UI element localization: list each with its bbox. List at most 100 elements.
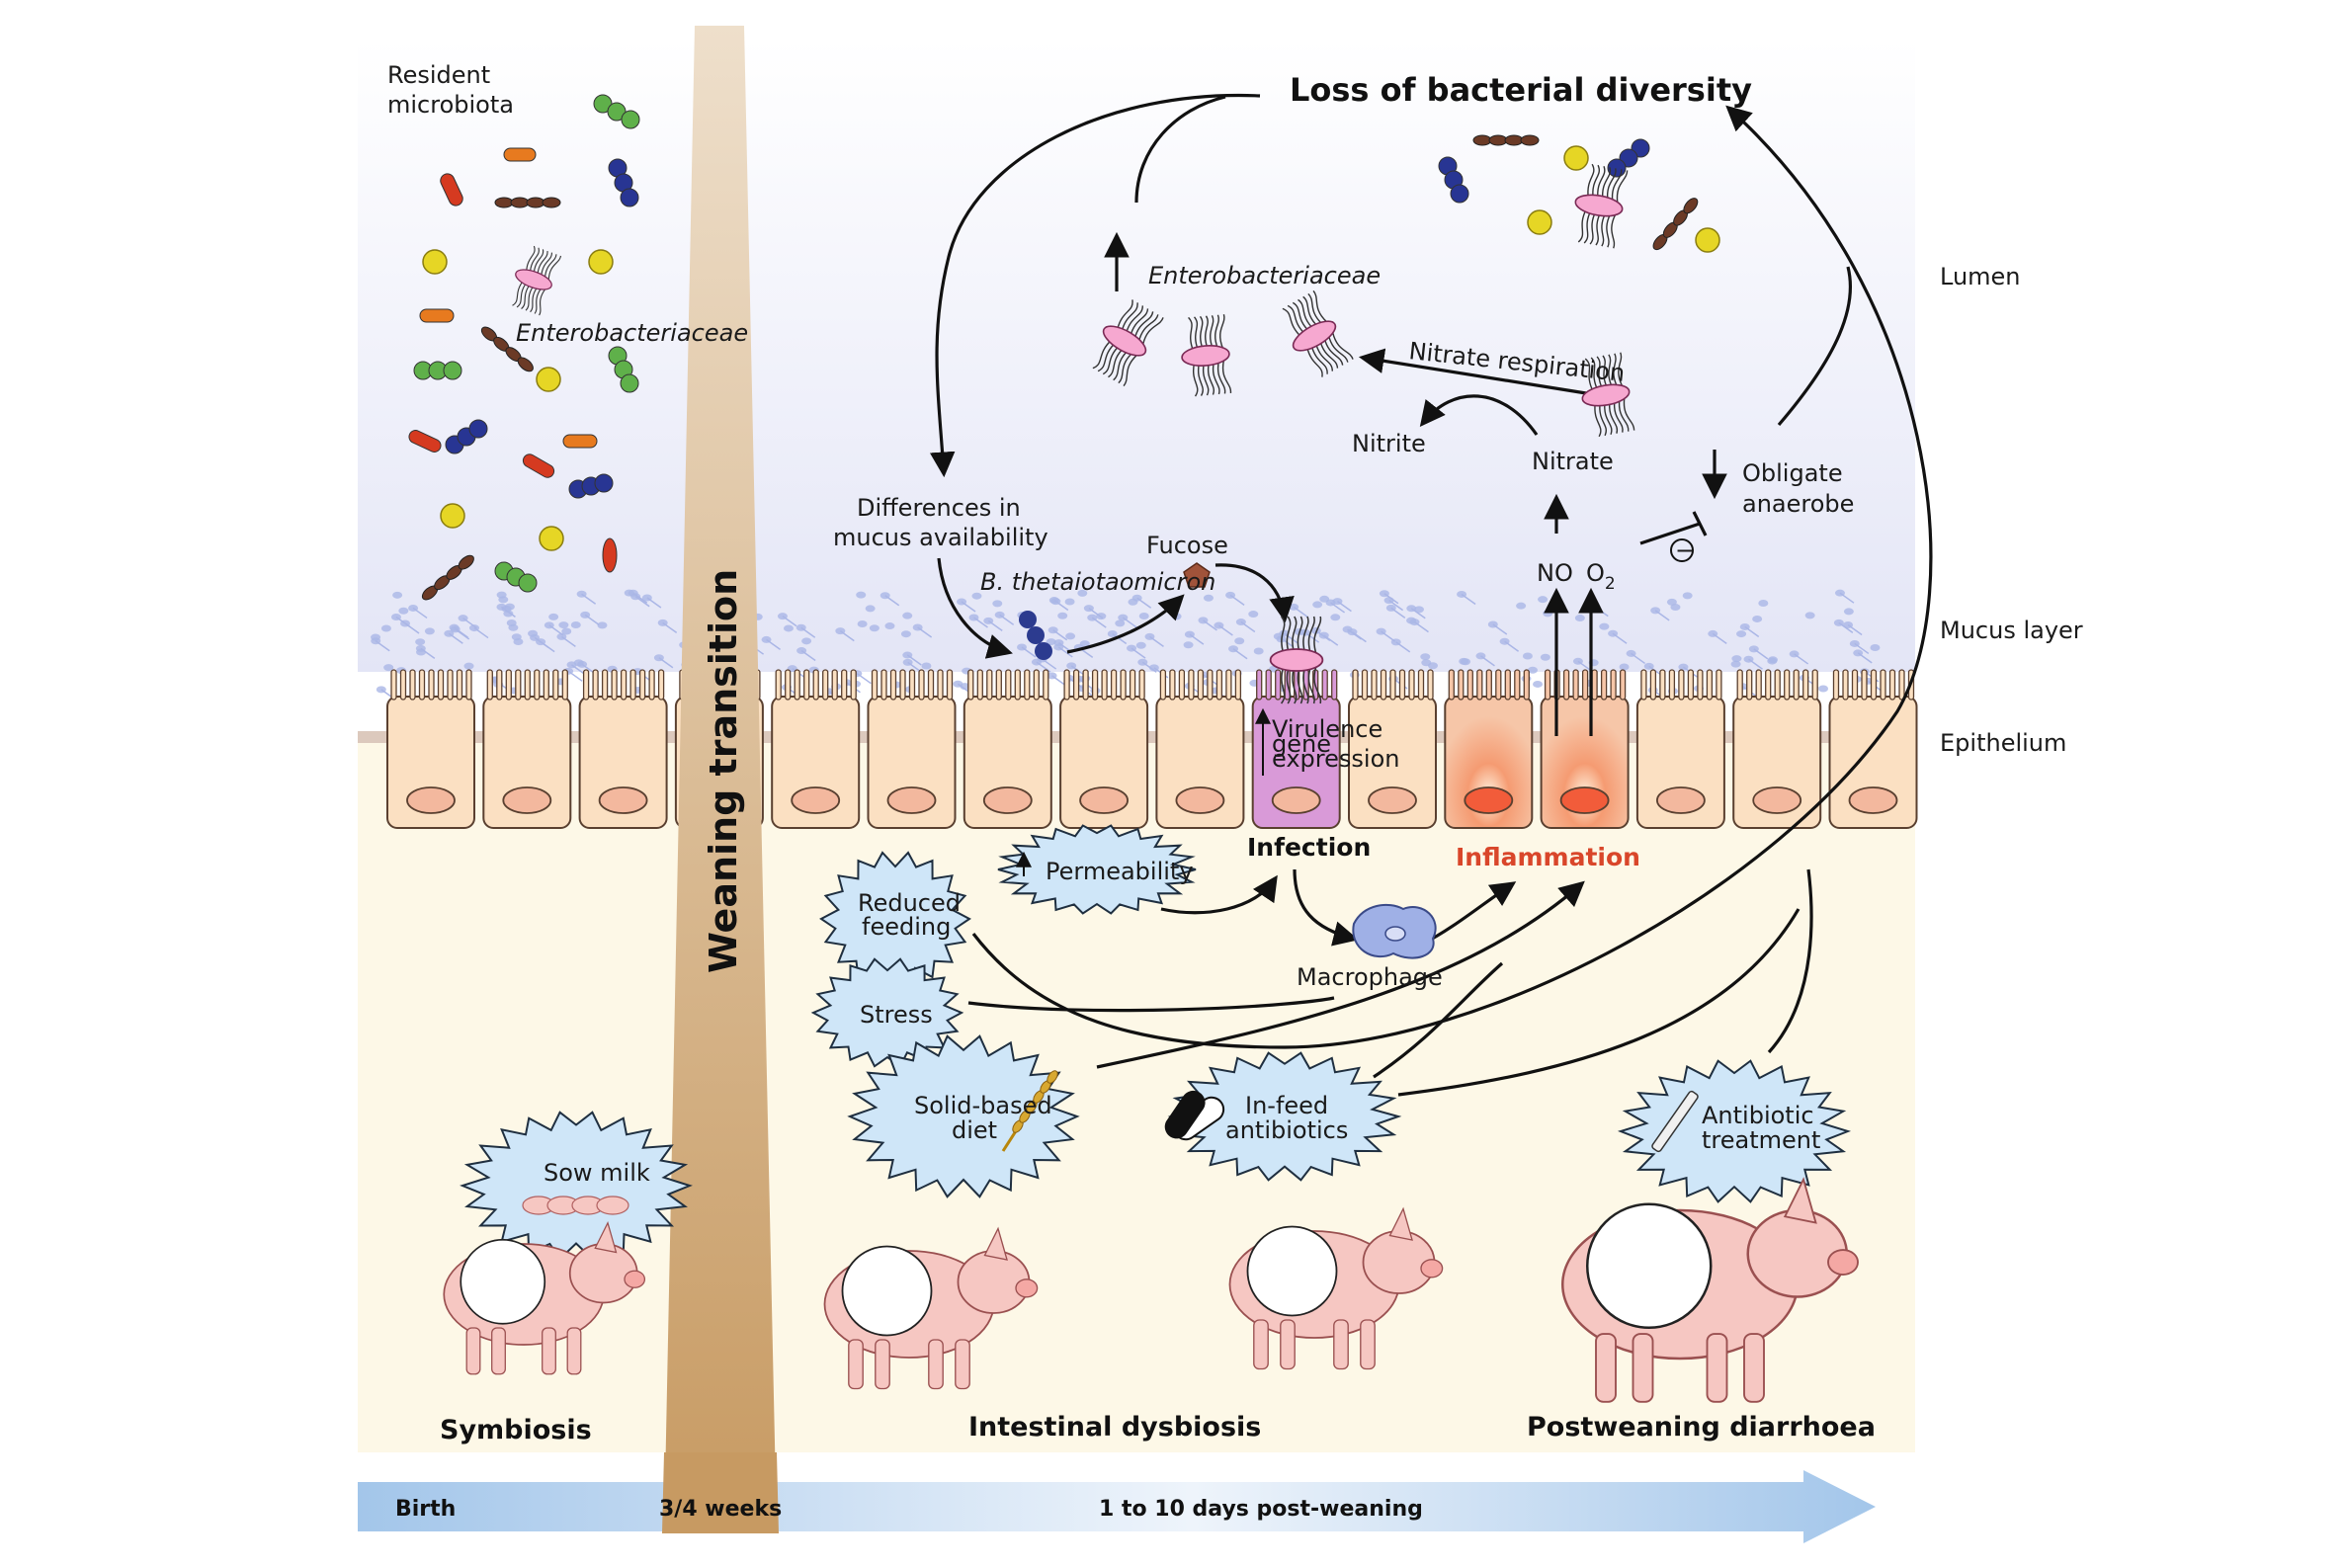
flagellum [1584, 358, 1594, 392]
brown-cell [542, 197, 561, 208]
microvillus [390, 669, 397, 701]
cycle-arrows [929, 93, 1933, 1097]
microvillus [812, 669, 819, 701]
mucus-strand [1395, 641, 1411, 653]
flagellum [1113, 349, 1130, 381]
mucus-bead [801, 637, 812, 645]
mucus-strand [1091, 617, 1107, 628]
flagellum [1137, 314, 1159, 343]
microvillus [1408, 669, 1415, 701]
mucus-bead [1138, 613, 1149, 620]
mucus-strand [412, 607, 428, 619]
flagellum [1327, 334, 1349, 363]
arrow-feeding-to-loss [971, 105, 1933, 1049]
microvillus [515, 669, 522, 701]
mucus-strand [1189, 633, 1205, 645]
pig-ear [1783, 1177, 1817, 1224]
pig-leg [1743, 1333, 1765, 1403]
mucus-strand [1240, 620, 1256, 633]
diverse-microbes-cluster [1438, 134, 1720, 253]
pathogen-body [1292, 320, 1337, 352]
mucus-strand [1293, 606, 1308, 618]
microvillus [1888, 669, 1896, 701]
mucus-strand [1217, 624, 1233, 636]
microvillus [1352, 669, 1359, 701]
brown-cell [1488, 134, 1508, 146]
pill-half-icon [1164, 1090, 1206, 1139]
microvillus [1256, 669, 1263, 701]
microvillus [1110, 669, 1118, 701]
brown-cell [1504, 134, 1524, 146]
cell-nucleus [1656, 786, 1706, 814]
flagellum [1307, 616, 1315, 654]
mucus-strand [1323, 634, 1339, 646]
mucus-bead [865, 605, 876, 613]
mucus-strand [1136, 597, 1152, 609]
microvillus [1687, 669, 1695, 701]
loss-of-diversity-label: Loss of bacterial diversity [1290, 71, 1752, 109]
microvillus [1215, 669, 1223, 701]
mucus-bead [1804, 612, 1815, 619]
mucus-bead [570, 621, 581, 629]
microvillus [1380, 669, 1387, 701]
cell-nucleus [1368, 786, 1417, 814]
coccus [621, 110, 640, 129]
macrophage-cell [1352, 903, 1437, 959]
mucus-strand [1351, 631, 1367, 643]
flagellum [1133, 311, 1154, 340]
pathogen-body [1574, 194, 1624, 217]
microvillus [465, 669, 472, 701]
flagellum [1587, 163, 1595, 199]
mucus-strand [454, 626, 468, 638]
mucus-strand [1304, 631, 1320, 643]
mucus-strand [1042, 658, 1057, 670]
microvillus [880, 669, 887, 701]
microvillus [1774, 669, 1781, 701]
microvillus [437, 669, 445, 701]
resident-label-1: Resident [387, 61, 490, 89]
mucus-bead [900, 630, 911, 638]
mucus-bead [1064, 598, 1075, 606]
microvillus [1811, 669, 1818, 701]
mucus-strand [1122, 617, 1137, 628]
microvillus [1091, 669, 1099, 701]
mucus-bead [1730, 660, 1741, 668]
flagellum [1305, 347, 1323, 377]
brown-cell [1472, 134, 1492, 146]
minus-circle [1670, 538, 1694, 562]
microvillus [648, 669, 655, 701]
mucus-bead [1248, 611, 1259, 619]
microvillus [899, 669, 906, 701]
microvillus [803, 669, 810, 701]
mucus-bead [1234, 637, 1245, 645]
pig-snout [624, 1270, 646, 1288]
resident-label-2: microbiota [387, 91, 514, 119]
microvillus [592, 669, 599, 701]
flagellum [1216, 360, 1226, 394]
microvillus [775, 669, 782, 701]
mucus-bead [1682, 592, 1693, 600]
enterobacteriaceae-pathogen [512, 245, 562, 316]
microvillus [1523, 669, 1530, 701]
microvillus [1014, 669, 1021, 701]
mucus-bead [1183, 641, 1194, 649]
microvillus [1169, 669, 1176, 701]
mucus-bead [1171, 613, 1182, 620]
microvillus [1371, 669, 1378, 701]
mucus-bead [1459, 657, 1469, 665]
microvillus [1793, 669, 1800, 701]
pig-leg [1632, 1333, 1654, 1403]
mucus-strand [1057, 646, 1073, 658]
flagellum [1302, 616, 1309, 654]
microvillus [1610, 669, 1617, 701]
mucus-strand [395, 616, 411, 628]
mucus-strand [1480, 655, 1495, 667]
microvillus [794, 669, 800, 701]
flagellum [1141, 317, 1164, 345]
brown-chain [480, 326, 534, 372]
arrow-nitrate-respiration [1358, 348, 1587, 395]
pig-ear [1388, 1206, 1413, 1241]
microvillus [552, 669, 559, 701]
microvillus [1504, 669, 1511, 701]
